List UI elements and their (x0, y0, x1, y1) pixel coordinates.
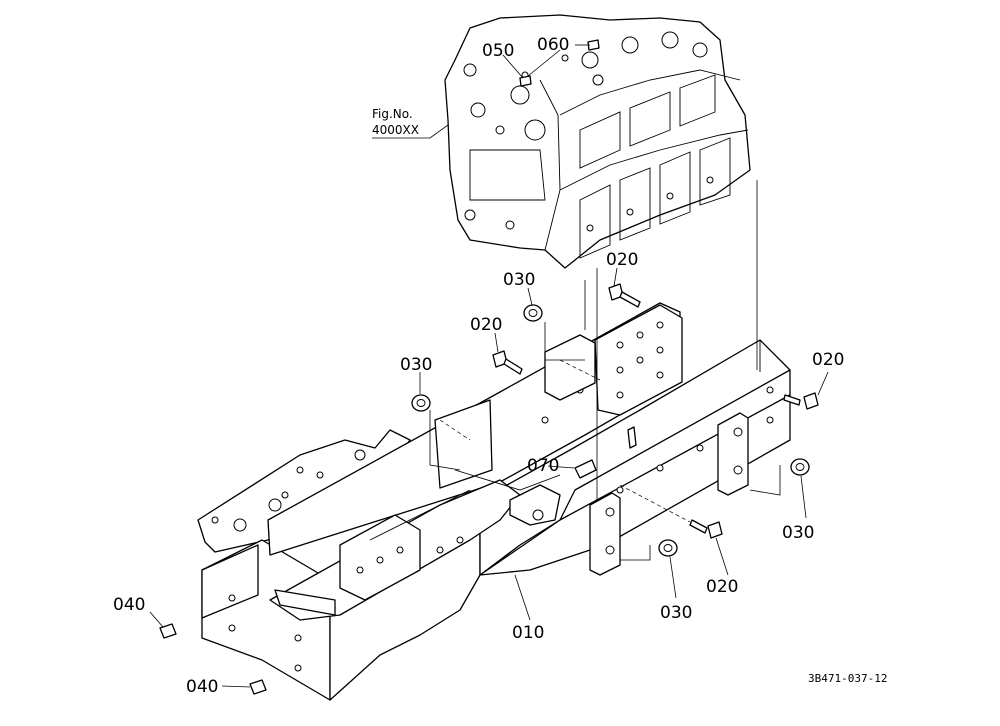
bolt-020-top (608, 283, 641, 308)
callout-030-right: 030 (782, 523, 814, 543)
bolt-040-upper (159, 623, 177, 639)
leader-lines (149, 44, 829, 688)
bracket-070 (574, 426, 637, 479)
callout-030-left: 030 (400, 355, 432, 375)
callout-010: 010 (512, 623, 544, 643)
callout-060: 060 (537, 35, 569, 55)
washer-030-top (523, 304, 543, 322)
bolt-050 (519, 75, 532, 87)
callout-030-top: 030 (503, 270, 535, 290)
plug-060 (587, 39, 600, 51)
callout-020-mid: 020 (470, 315, 502, 335)
callout-050: 050 (482, 41, 514, 61)
bolt-040-lower (249, 679, 267, 695)
crossmember (269, 399, 561, 621)
callout-020-top: 020 (606, 250, 638, 270)
washer-030-lower (658, 539, 678, 557)
washer-030-left (411, 394, 431, 412)
drawing-code: 3B471-037-12 (808, 672, 887, 685)
callout-040-lower: 040 (186, 677, 218, 697)
mount-block-rear (717, 412, 749, 496)
mount-block-front (589, 492, 621, 576)
bolt-020-lower (689, 519, 723, 539)
callout-020-lower: 020 (706, 577, 738, 597)
figure-ref-line2: 4000XX (372, 123, 419, 137)
bolt-020-right (783, 392, 819, 410)
callouts: Fig.No. 4000XX 050 060 020 030 020 030 0… (113, 35, 887, 697)
callout-020-right: 020 (812, 350, 844, 370)
callout-070: 070 (527, 456, 559, 476)
figure-ref-line1: Fig.No. (372, 107, 413, 121)
bolt-020-mid (492, 350, 523, 375)
callout-040-upper: 040 (113, 595, 145, 615)
washer-030-right (790, 458, 810, 476)
callout-030-lower: 030 (660, 603, 692, 623)
